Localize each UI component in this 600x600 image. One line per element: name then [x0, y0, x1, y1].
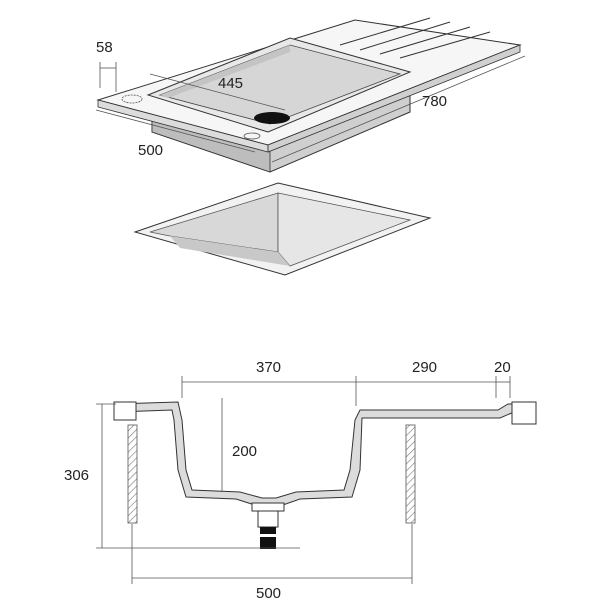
dim-500-top-label: 500 [138, 142, 163, 159]
drain-body [257, 510, 279, 528]
sink-bowl-wall [160, 45, 290, 98]
dim-780-line [271, 55, 526, 163]
dim-500-top-line [95, 109, 256, 153]
cutout-floor [170, 236, 290, 266]
drain-flange [251, 502, 285, 512]
drain-pipe [260, 527, 276, 549]
cabinet-wall-left [127, 424, 138, 524]
countertop-cutout-view [133, 182, 432, 276]
sink-slab-side [267, 44, 521, 153]
dim-445-label: 445 [218, 75, 243, 92]
dim-290-label: 290 [412, 359, 437, 376]
drain-pipe-ring [260, 534, 276, 537]
drainer-groove-3 [379, 26, 471, 55]
dim-370-label: 370 [256, 359, 281, 376]
dim-780-label: 780 [422, 93, 447, 110]
cabinet-wall-right [405, 424, 416, 524]
tap-hole-left [121, 94, 143, 104]
sink-left-edge [113, 401, 137, 421]
drainer-groove-4 [399, 31, 491, 59]
dim-200-label: 200 [232, 443, 257, 460]
sink-profile [115, 401, 537, 507]
dim-500-bottom-label: 500 [256, 585, 281, 600]
sink-isometric-view: 58 445 780 500 [95, 17, 526, 173]
sink-cross-section: 370 290 20 200 306 500 [64, 359, 537, 600]
dim-445-line [149, 73, 286, 111]
drain-hole [254, 112, 290, 124]
dim-306-label: 306 [64, 467, 89, 484]
dim-58-label: 58 [96, 39, 113, 56]
drainer-groove-2 [359, 21, 451, 51]
sink-right-edge [511, 401, 537, 425]
drainer-groove-1 [339, 17, 431, 46]
tap-hole-right [243, 132, 261, 140]
dim-20-label: 20 [494, 359, 511, 376]
